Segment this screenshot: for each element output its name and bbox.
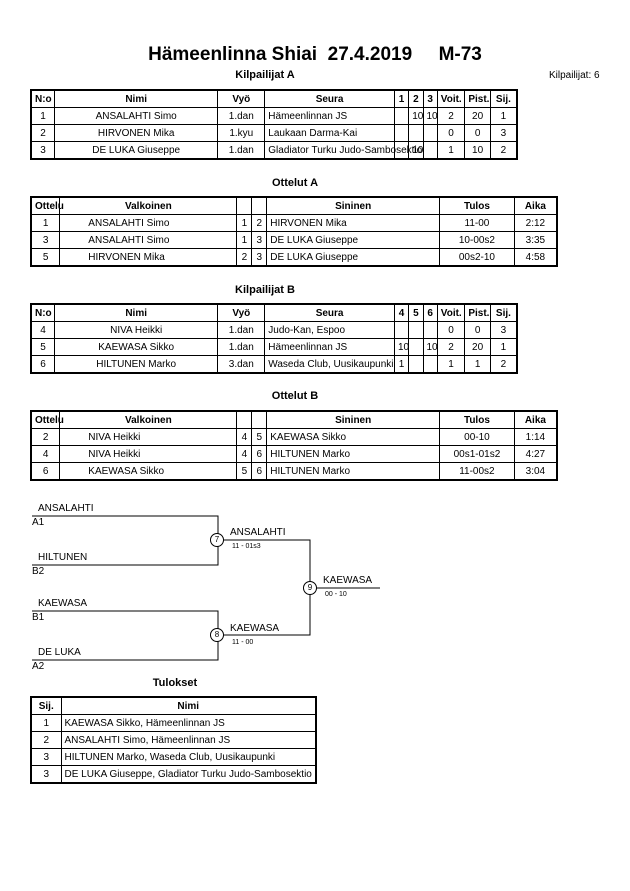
m7-winner: ANSALAHTI — [230, 527, 286, 538]
m7-score: 11 - 01s3 — [232, 543, 261, 550]
event-date: 27.4.2019 — [327, 44, 413, 65]
match-8-badge: 8 — [210, 628, 224, 642]
match-9-badge: 9 — [303, 581, 317, 595]
m9-winner: KAEWASA — [323, 575, 373, 586]
competitor-count: Kilpailijat: 6 — [549, 70, 600, 81]
sf2-top-seed: B1 — [32, 612, 45, 623]
pool-a-title: Kilpailijat A — [235, 69, 295, 81]
m8-winner: KAEWASA — [230, 623, 280, 634]
weight-category: M-73 — [438, 44, 482, 65]
results-title: Tulokset — [152, 677, 198, 689]
sf1-bot-seed: B2 — [32, 566, 45, 577]
sf2-top-name: KAEWASA — [38, 598, 88, 609]
table-header: Sij.Nimi — [30, 696, 317, 715]
sf1-top-name: ANSALAHTI — [38, 503, 94, 514]
sf2-bot-name: DE LUKA — [38, 647, 81, 658]
match-7-badge: 7 — [210, 533, 224, 547]
m8-score: 11 - 00 — [232, 639, 254, 646]
sf1-top-seed: A1 — [32, 517, 45, 528]
sf2-bot-seed: A2 — [32, 661, 45, 672]
sf1-bot-name: HILTUNEN — [38, 552, 88, 563]
matches-b-title: Ottelut B — [271, 390, 319, 402]
event-name: Hämeenlinna Shiai — [148, 44, 318, 65]
matches-a-title: Ottelut A — [271, 177, 319, 189]
m9-score: 00 - 10 — [325, 591, 347, 598]
page-title: Hämeenlinna Shiai 27.4.2019 M-73 — [0, 44, 630, 66]
pool-b-title: Kilpailijat B — [235, 284, 295, 296]
